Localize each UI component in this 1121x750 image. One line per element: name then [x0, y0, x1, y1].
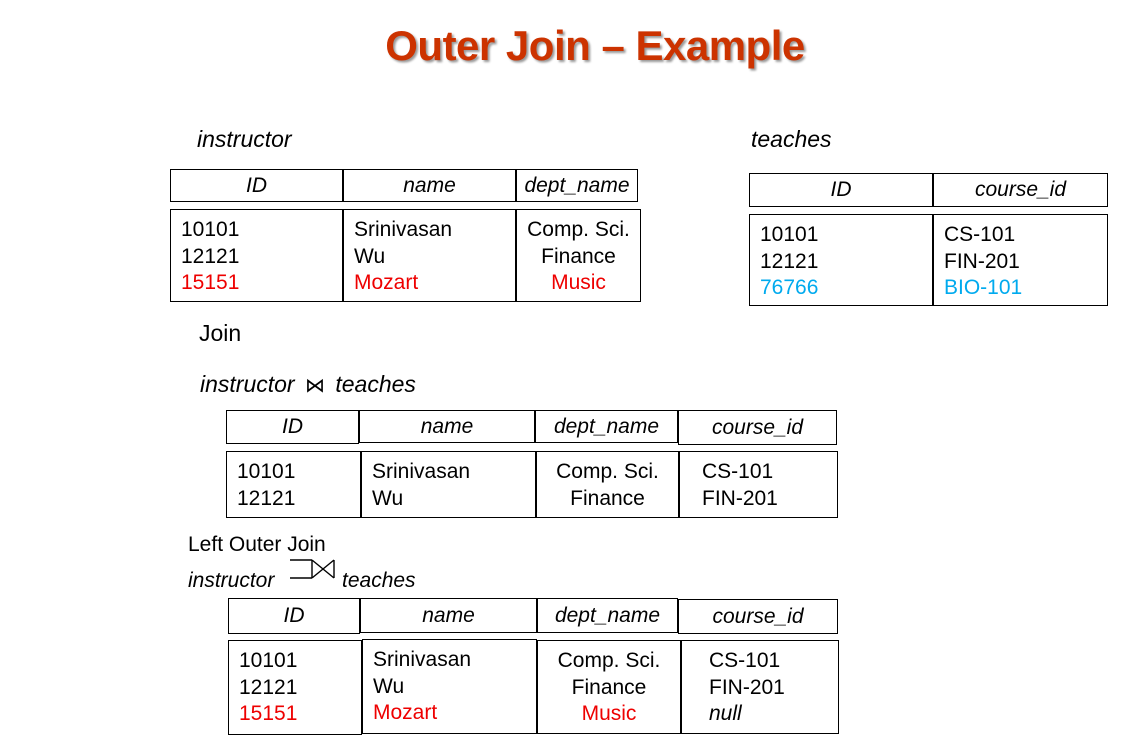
join-dept-column: Comp. Sci. Finance	[536, 451, 679, 518]
teaches-row-3-course: BIO-101	[944, 276, 1023, 299]
instructor-row-1-id: 10101	[181, 218, 240, 241]
instructor-row-1-name: Srinivasan	[354, 218, 453, 241]
left-outer-dept-column: Comp. Sci. Finance Music	[537, 640, 681, 734]
join-row-2-dept: Finance	[570, 486, 645, 510]
instructor-row-2-id: 12121	[181, 244, 240, 268]
left-outer-row-3-id: 15151	[239, 702, 298, 725]
instructor-label: instructor	[197, 126, 292, 152]
teaches-label: teaches	[751, 126, 832, 152]
teaches-header-course-id: course_id	[933, 173, 1108, 207]
join-header-id: ID	[226, 410, 359, 444]
slide-title: Outer Join – Example	[385, 22, 805, 69]
left-outer-join-symbol-icon	[290, 559, 335, 579]
teaches-row-1-id: 10101	[760, 223, 819, 246]
left-outer-row-2-dept: Finance	[571, 675, 647, 699]
instructor-name-column: Srinivasan Wu Mozart	[343, 209, 516, 302]
instructor-row-3-dept: Music	[551, 271, 606, 294]
instructor-header-dept-name: dept_name	[516, 169, 638, 202]
left-outer-row-2-course: FIN-201	[709, 675, 785, 699]
left-outer-header-name: name	[360, 598, 537, 633]
left-outer-row-1-course: CS-101	[709, 649, 781, 672]
join-expr-right: teaches	[335, 371, 416, 397]
teaches-row-1-course: CS-101	[944, 223, 1016, 246]
join-heading: Join	[199, 320, 242, 346]
join-row-2-name: Wu	[372, 486, 404, 510]
instructor-header-id: ID	[170, 169, 343, 202]
left-outer-expr-right: teaches	[342, 569, 416, 592]
join-row-2-id: 12121	[237, 486, 296, 510]
teaches-row-2-course: FIN-201	[944, 249, 1020, 273]
join-id-column: 10101 12121	[226, 451, 361, 518]
left-outer-header-dept-name: dept_name	[537, 598, 678, 633]
instructor-header-name: name	[343, 169, 516, 202]
join-course-column: CS-101 FIN-201	[679, 451, 838, 518]
left-outer-course-column: CS-101 FIN-201 null	[681, 640, 839, 734]
natural-join-symbol-icon: ⋈	[304, 375, 325, 397]
left-outer-row-1-dept: Comp. Sci.	[557, 649, 661, 672]
join-row-1-course: CS-101	[702, 460, 774, 483]
instructor-id-column: 10101 12121 15151	[170, 209, 343, 302]
join-row-1-id: 10101	[237, 460, 296, 483]
teaches-row-2-id: 12121	[760, 249, 819, 273]
join-row-2-course: FIN-201	[702, 486, 778, 510]
left-outer-name-column: Srinivasan Wu Mozart	[362, 639, 537, 734]
join-expression: instructor ⋈ teaches	[200, 371, 416, 398]
left-outer-row-1-id: 10101	[239, 649, 298, 672]
left-outer-header-id: ID	[228, 598, 360, 634]
join-header-name: name	[359, 410, 535, 443]
instructor-row-3-id: 15151	[181, 271, 240, 294]
join-row-1-dept: Comp. Sci.	[556, 460, 659, 483]
left-outer-row-2-name: Wu	[373, 674, 405, 698]
teaches-row-3-id: 76766	[760, 276, 819, 299]
teaches-id-column: 10101 12121 76766	[749, 214, 933, 306]
teaches-course-column: CS-101 FIN-201 BIO-101	[933, 214, 1108, 306]
teaches-header-id: ID	[749, 173, 933, 207]
left-outer-join-heading: Left Outer Join	[188, 533, 326, 556]
left-outer-header-course-id: course_id	[678, 599, 838, 634]
join-header-course-id: course_id	[678, 410, 837, 445]
left-outer-row-3-dept: Music	[581, 702, 637, 725]
instructor-row-2-dept: Finance	[541, 244, 616, 268]
left-outer-row-3-name: Mozart	[373, 701, 438, 724]
join-name-column: Srinivasan Wu	[361, 451, 536, 518]
join-header-dept-name: dept_name	[535, 410, 678, 443]
instructor-dept-column: Comp. Sci. Finance Music	[516, 209, 641, 302]
instructor-row-2-name: Wu	[354, 244, 386, 268]
left-outer-row-2-id: 12121	[239, 675, 298, 699]
join-row-1-name: Srinivasan	[372, 460, 471, 483]
left-outer-row-3-course: null	[709, 702, 742, 725]
instructor-row-1-dept: Comp. Sci.	[527, 218, 630, 241]
instructor-row-3-name: Mozart	[354, 271, 419, 294]
left-outer-id-column: 10101 12121 15151	[228, 640, 362, 735]
left-outer-expr-left: instructor	[188, 569, 275, 592]
left-outer-row-1-name: Srinivasan	[373, 648, 472, 671]
join-expr-left: instructor	[200, 371, 295, 397]
